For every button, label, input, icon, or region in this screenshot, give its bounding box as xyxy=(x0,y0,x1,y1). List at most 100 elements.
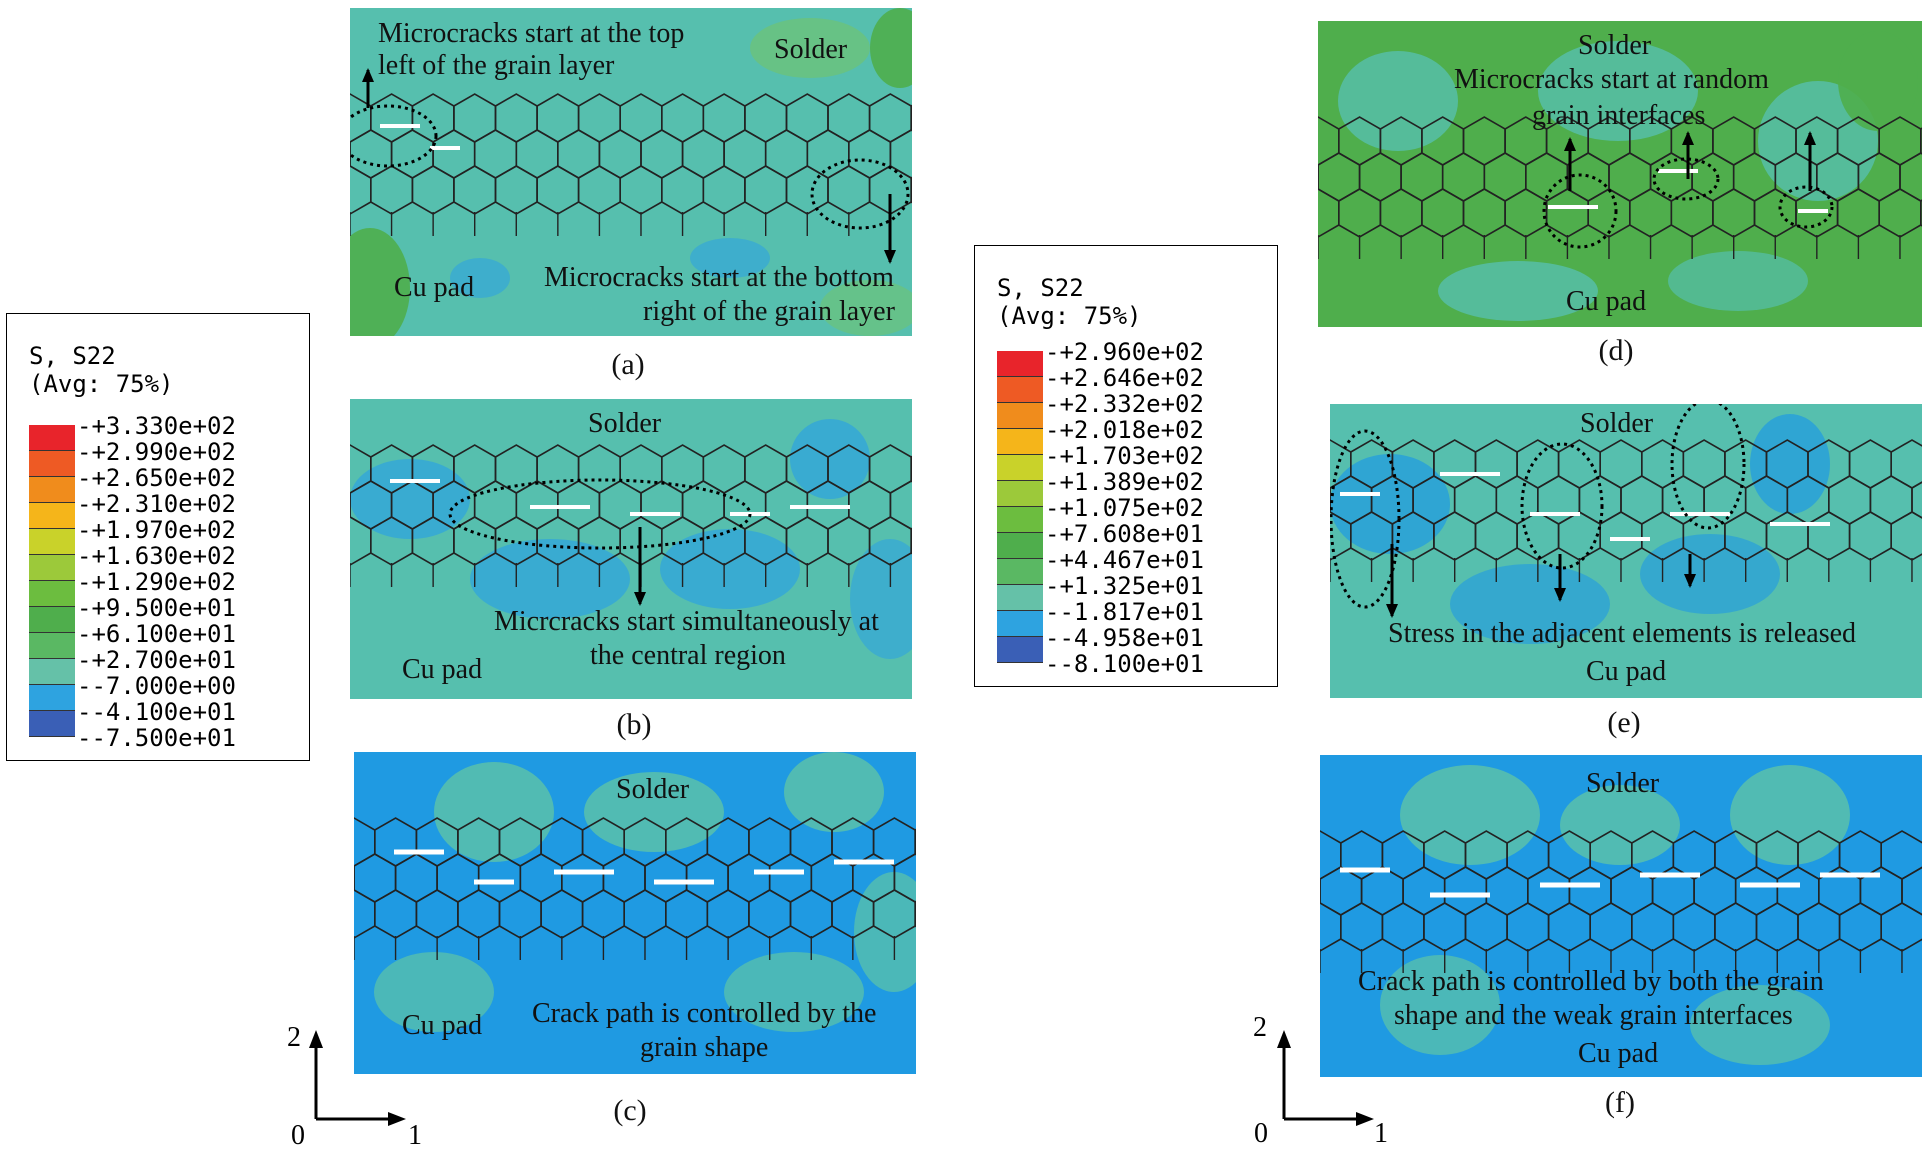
arrow-head xyxy=(1554,588,1566,602)
legend-left-subtitle: (Avg: 75%) xyxy=(29,370,174,398)
axis-left-origin-label: 0 xyxy=(291,1120,305,1151)
stress-contour xyxy=(870,8,912,88)
pc-canvas xyxy=(354,752,916,1074)
arrow-head xyxy=(1682,131,1694,145)
legend-swatch xyxy=(29,425,75,451)
grain-hexagon xyxy=(914,828,916,856)
pe-canvas xyxy=(1330,404,1922,698)
legend-swatch xyxy=(29,711,75,737)
legend-swatch xyxy=(29,555,75,581)
highlight-ring xyxy=(810,158,910,230)
panel-a-label: (a) xyxy=(611,348,645,381)
panel-d-note-1: Microcracks start at random xyxy=(1454,64,1769,95)
panel-b xyxy=(350,399,912,699)
legend-mid-title: S, S22 xyxy=(997,274,1084,302)
stress-contour xyxy=(584,772,724,852)
panel-d-solder: Solder xyxy=(1578,30,1652,61)
legend-swatch xyxy=(29,607,75,633)
stress-contour xyxy=(1380,955,1500,1055)
axis-left-y-label: 2 xyxy=(287,1022,301,1053)
legend-value: -+2.018e+02 xyxy=(1045,416,1204,444)
highlight-ring xyxy=(1652,157,1720,201)
legend-value: --4.958e+01 xyxy=(1045,624,1204,652)
panel-f-note-1: Crack path is controlled by both the gra… xyxy=(1358,966,1824,997)
arrow-head xyxy=(884,250,896,264)
panel-a-cu-pad: Cu pad xyxy=(394,272,475,303)
stress-contour xyxy=(1330,454,1450,554)
stress-contour xyxy=(790,419,870,499)
arrow-head xyxy=(1804,131,1816,145)
legend-swatch xyxy=(997,611,1043,637)
stress-contour xyxy=(1338,51,1458,151)
panel-c-note-1: Crack path is controlled by the xyxy=(532,998,877,1029)
legend-left-title: S, S22 xyxy=(29,342,116,370)
panel-d-note-2: grain interfaces xyxy=(1532,100,1706,131)
stress-contour xyxy=(820,280,912,336)
legend-value: --4.100e+01 xyxy=(77,698,236,726)
panel-c-cu-pad: Cu pad xyxy=(402,1010,483,1041)
stress-contour xyxy=(450,258,510,298)
panel-b-note-1: Micrcracks start simultaneously at xyxy=(494,606,879,637)
panel-f xyxy=(1320,755,1922,1077)
legend-value: -+2.332e+02 xyxy=(1045,390,1204,418)
legend-value: -+2.650e+02 xyxy=(77,464,236,492)
highlight-ring xyxy=(350,104,438,168)
highlight-ring xyxy=(1520,442,1604,570)
legend-value: -+4.467e+01 xyxy=(1045,546,1204,574)
grain-hexagon xyxy=(1919,127,1922,155)
panel-a-note-top-1: Microcracks start at the top xyxy=(378,18,685,49)
legend-value: -+6.100e+01 xyxy=(77,620,236,648)
panel-a-note-top-2: left of the grain layer xyxy=(378,50,615,81)
panel-e-solder: Solder xyxy=(1580,408,1654,439)
legend-swatch xyxy=(997,429,1043,455)
stress-contour xyxy=(690,238,770,278)
stress-contour xyxy=(750,18,870,78)
grain-hexagon xyxy=(910,104,912,132)
panel-c xyxy=(354,752,916,1074)
stress-contour xyxy=(660,529,800,609)
axis-right-x-label: 1 xyxy=(1374,1118,1388,1149)
highlight-ring xyxy=(1670,404,1746,530)
legend-swatch xyxy=(29,529,75,555)
legend-value: -+1.703e+02 xyxy=(1045,442,1204,470)
grain-hexagon xyxy=(910,527,912,555)
axis-left-x-label: 1 xyxy=(408,1120,422,1151)
highlight-ring xyxy=(1542,173,1618,249)
panel-c-label: (c) xyxy=(613,1094,647,1127)
panel-d xyxy=(1318,21,1922,327)
stress-contour xyxy=(350,228,410,336)
legend-mid-subtitle: (Avg: 75%) xyxy=(997,302,1142,330)
panel-b-note-2: the central region xyxy=(590,640,786,671)
legend-left: S, S22 (Avg: 75%) -+3.330e+02-+2.990e+02… xyxy=(6,313,310,761)
legend-mid: S, S22 (Avg: 75%) -+2.960e+02-+2.646e+02… xyxy=(974,245,1278,687)
legend-value: -+2.960e+02 xyxy=(1045,338,1204,366)
panel-c-note-2: grain shape xyxy=(640,1032,769,1063)
stress-contour xyxy=(1538,41,1698,141)
legend-swatch xyxy=(997,455,1043,481)
stress-contour xyxy=(1690,985,1830,1065)
legend-value: -+1.970e+02 xyxy=(77,516,236,544)
arrow-head xyxy=(362,68,374,82)
legend-value: -+3.330e+02 xyxy=(77,412,236,440)
axis-triad-left xyxy=(309,1030,406,1126)
panel-f-label: (f) xyxy=(1605,1086,1635,1119)
stress-contour xyxy=(434,762,554,862)
legend-value: -+9.500e+01 xyxy=(77,594,236,622)
pd-canvas xyxy=(1318,21,1922,327)
panel-a xyxy=(350,8,912,336)
legend-value: -+1.290e+02 xyxy=(77,568,236,596)
stress-contour xyxy=(1450,564,1610,644)
grain-hexagon xyxy=(910,176,912,204)
arrow-head xyxy=(634,592,646,606)
panel-b-cu-pad: Cu pad xyxy=(402,654,483,685)
legend-value: -+2.646e+02 xyxy=(1045,364,1204,392)
arrow-head xyxy=(1684,574,1696,588)
stress-contour xyxy=(1668,251,1808,311)
panel-f-cu-pad: Cu pad xyxy=(1578,1038,1659,1069)
pa-canvas xyxy=(350,8,912,336)
stress-contour xyxy=(850,539,912,659)
stress-contour xyxy=(1838,31,1918,131)
legend-swatch xyxy=(997,559,1043,585)
grain-hexagon xyxy=(914,900,916,928)
stress-contour xyxy=(724,952,864,1032)
